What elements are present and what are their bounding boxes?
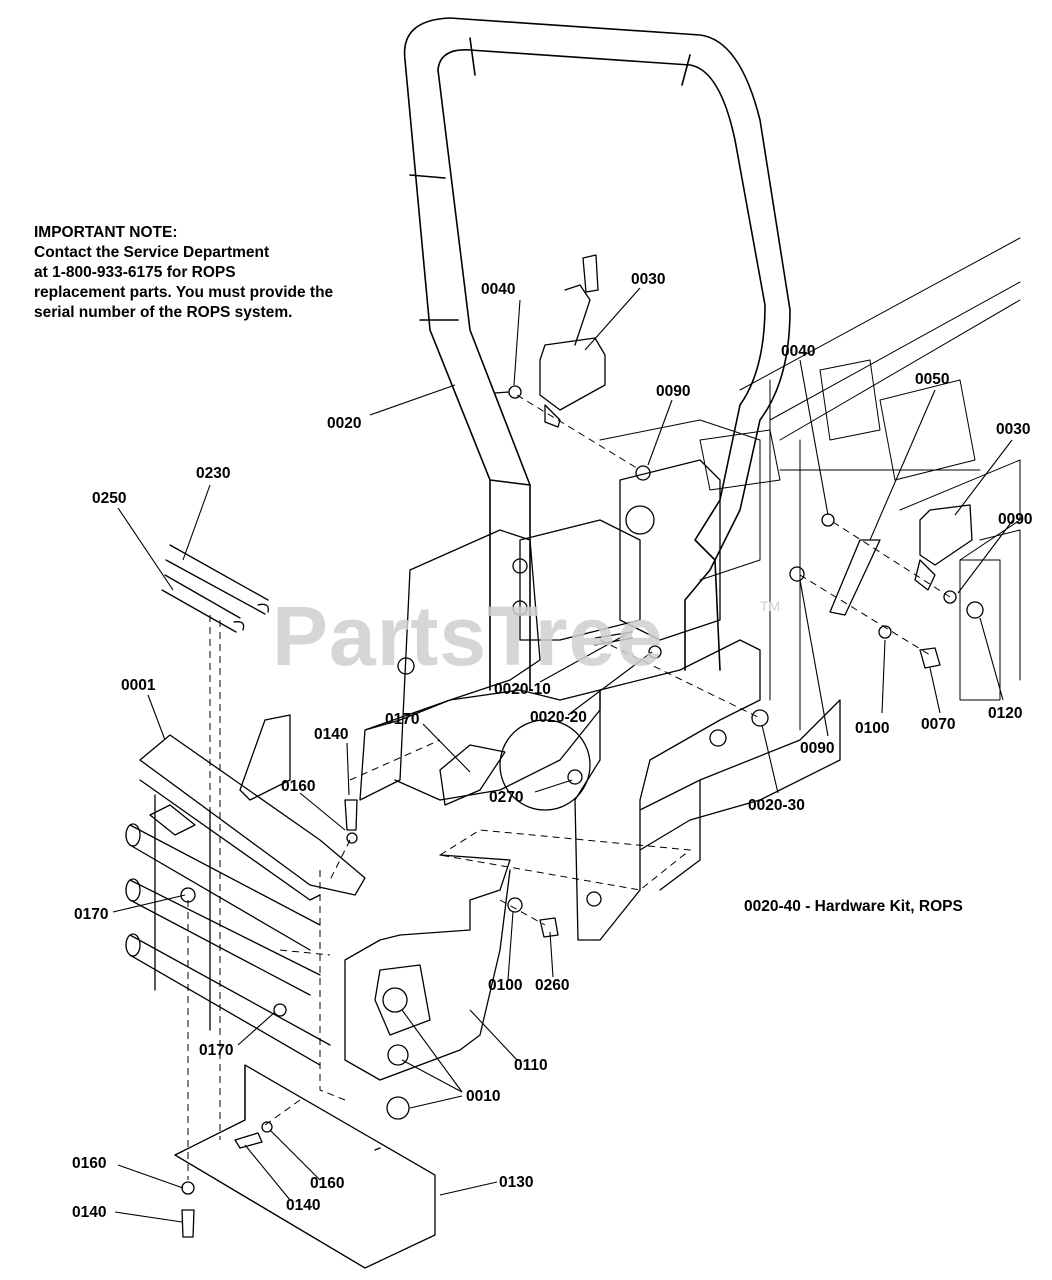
callout-0020: 0020	[327, 415, 361, 432]
callout-0160: 0160	[72, 1155, 106, 1172]
seatbelt-right	[914, 504, 973, 591]
hardware-kit-label: 0020-40 - Hardware Kit, ROPS	[744, 898, 963, 915]
callout-0020-30: 0020-30	[748, 797, 805, 814]
seatbelt-left	[539, 254, 606, 428]
callout-0020-20: 0020-20	[530, 709, 587, 726]
callout-0170: 0170	[385, 711, 419, 728]
callout-0110: 0110	[514, 1057, 548, 1074]
callout-0130: 0130	[499, 1174, 533, 1191]
callout-0170: 0170	[74, 906, 108, 923]
callout-0140: 0140	[314, 726, 348, 743]
chassis-frame	[599, 237, 1021, 731]
plate-0170	[439, 744, 506, 806]
important-note: IMPORTANT NOTE: Contact the Service Depa…	[34, 223, 394, 323]
bracket-0050	[829, 539, 881, 616]
callout-0030: 0030	[631, 271, 665, 288]
handle-bars	[161, 544, 269, 633]
callout-0050: 0050	[915, 371, 949, 388]
note-line: IMPORTANT NOTE:	[34, 224, 178, 241]
callout-0020-10: 0020-10	[494, 681, 551, 698]
callout-0260: 0260	[535, 977, 569, 994]
callout-0140: 0140	[286, 1197, 320, 1214]
callout-0100: 0100	[855, 720, 889, 737]
leader-lines	[112, 287, 1014, 1223]
callout-0270: 0270	[489, 789, 523, 806]
callout-0001: 0001	[121, 677, 156, 694]
callout-0040: 0040	[781, 343, 815, 360]
callout-0090: 0090	[800, 740, 834, 757]
note-line: at 1-800-933-6175 for ROPS	[34, 264, 236, 281]
note-line: Contact the Service Department	[34, 244, 270, 261]
rops-hoop	[403, 17, 791, 691]
callout-labels: 0040 0030 0090 0020 0040 0050 0030 0090 …	[72, 271, 1032, 1221]
assembly-dashed-lines	[187, 394, 951, 1180]
callout-0170: 0170	[199, 1042, 233, 1059]
watermark-trademark: TM	[760, 598, 781, 614]
note-line: serial number of the ROPS system.	[34, 304, 293, 321]
callout-0120: 0120	[988, 705, 1022, 722]
callout-0090: 0090	[998, 511, 1032, 528]
callout-0250: 0250	[92, 490, 126, 507]
hardware	[181, 385, 984, 1238]
callout-0030: 0030	[996, 421, 1030, 438]
right-mount-plate	[499, 459, 841, 941]
partstree-watermark: PartsTree	[272, 589, 664, 683]
bottom-tray-0130	[174, 1064, 436, 1269]
front-bracket-0001	[125, 714, 366, 1066]
callout-0040: 0040	[481, 281, 515, 298]
callout-0010: 0010	[466, 1088, 500, 1105]
callout-0070: 0070	[921, 716, 955, 733]
callout-0090: 0090	[656, 383, 690, 400]
side-plate-0110	[344, 854, 511, 1120]
note-line: replacement parts. You must provide the	[34, 284, 334, 301]
callout-0100: 0100	[488, 977, 522, 994]
callout-0160: 0160	[281, 778, 315, 795]
callout-0140: 0140	[72, 1204, 106, 1221]
callout-0160: 0160	[310, 1175, 344, 1192]
callout-0230: 0230	[196, 465, 230, 482]
